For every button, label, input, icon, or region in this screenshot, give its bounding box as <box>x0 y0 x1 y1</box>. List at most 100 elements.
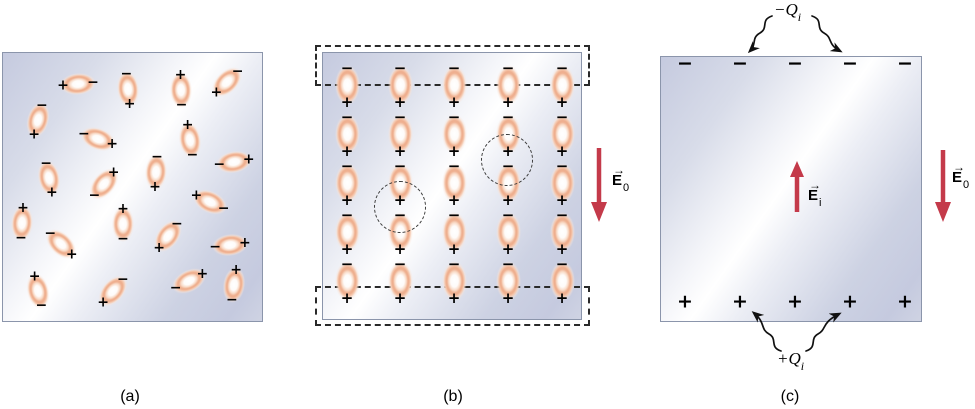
dipole-ellipse <box>441 65 467 105</box>
minus-charge-sign: − <box>78 125 90 142</box>
minus-charge-sign: − <box>393 59 407 77</box>
plus-charge-sign: + <box>340 191 354 209</box>
e0-subscript: 0 <box>963 179 970 191</box>
external-field-label-c: →E0 <box>952 160 970 191</box>
minus-charge-sign: − <box>231 63 244 80</box>
induced-negative-charge-sign: − <box>677 52 693 75</box>
dipole-ellipse <box>334 65 360 105</box>
plus-charge-sign: + <box>17 200 29 217</box>
minus-charge-sign: − <box>340 157 354 175</box>
molecular-dipole: −+ <box>334 206 360 257</box>
minus-charge-sign: − <box>15 229 27 246</box>
plus-charge-sign: + <box>447 93 461 111</box>
dipole-ellipse <box>495 261 521 301</box>
molecular-dipole: −+ <box>495 61 521 111</box>
dipole-ellipse <box>549 261 575 301</box>
minus-charge-sign: − <box>393 157 407 175</box>
plus-charge-sign: + <box>181 117 194 134</box>
vector-arrow-icon: → <box>953 160 965 174</box>
plus-charge-sign: + <box>28 268 41 285</box>
e0-symbol: E <box>952 169 963 186</box>
plus-charge-sign: + <box>501 93 515 111</box>
vector-arrow-icon: → <box>613 163 625 177</box>
external-field-label-b: →E0 <box>612 163 629 194</box>
plus-charge-sign: + <box>97 294 110 311</box>
dipole-ellipse <box>441 114 467 154</box>
induced-field-label: →Ei <box>808 178 822 209</box>
molecular-dipole: −+ <box>334 59 360 111</box>
plus-charge-sign: + <box>340 93 354 111</box>
molecular-dipole: −+ <box>441 157 467 208</box>
minus-charge-sign: − <box>340 108 354 126</box>
plus-charge-sign: + <box>196 266 209 283</box>
molecular-dipole: −+ <box>549 110 575 160</box>
plus-charge-sign: + <box>555 289 569 307</box>
molecular-dipole: −+ <box>441 61 467 111</box>
dipole-ellipse <box>334 261 360 301</box>
dipole-ellipse <box>549 114 575 154</box>
plus-charge-sign: + <box>65 246 78 263</box>
plus-charge-sign: + <box>45 184 58 201</box>
minus-charge-sign: − <box>40 155 52 172</box>
plus-charge-sign: + <box>230 262 242 279</box>
molecular-dipole: −+ <box>9 200 35 246</box>
squiggle-arrow-top-right <box>811 15 843 53</box>
plus-charge-sign: + <box>57 77 69 94</box>
plus-charge-sign: + <box>447 142 461 160</box>
molecular-dipole: −+ <box>549 61 575 110</box>
induced-negative-charge-label: −Qi <box>774 0 801 24</box>
minus-charge-sign: − <box>447 108 461 126</box>
plus-charge-sign: + <box>340 142 354 160</box>
induced-positive-charge-sign: + <box>787 290 803 313</box>
dipole-ellipse <box>334 163 360 203</box>
plus-charge-sign: + <box>447 289 461 307</box>
plus-charge-sign: + <box>153 240 166 257</box>
plus-charge-sign: + <box>117 201 129 217</box>
plus-charge-sign: + <box>28 126 40 143</box>
molecular-dipole: −+ <box>57 71 99 97</box>
molecular-dipole: −+ <box>143 149 169 195</box>
molecular-dipole: −+ <box>549 206 575 258</box>
molecular-dipole: −+ <box>169 67 193 113</box>
caption-b: (b) <box>443 388 463 405</box>
dipole-ellipse <box>549 65 575 105</box>
minus-charge-sign: − <box>36 97 48 114</box>
plus-charge-sign: + <box>107 164 120 181</box>
caption-c: (c) <box>780 388 800 405</box>
plus-charge-sign: + <box>555 142 569 160</box>
dipole-ellipse <box>495 65 521 105</box>
caption-a: (a) <box>120 388 140 405</box>
minus-charge-sign: − <box>340 206 354 224</box>
minus-charge-sign: − <box>501 108 515 126</box>
dipole-ellipse <box>441 163 467 203</box>
molecular-dipole: −+ <box>387 59 413 110</box>
plus-charge-sign: + <box>447 240 461 258</box>
dipole-ellipse <box>387 65 413 105</box>
e0-symbol: E <box>612 172 623 189</box>
ei-subscript: i <box>819 197 822 209</box>
e0-field-arrow-panel-c <box>935 150 951 222</box>
minus-charge-sign: − <box>169 279 182 296</box>
minus-charge-sign: − <box>217 200 230 217</box>
molecular-dipole: −+ <box>334 108 360 160</box>
plus-charge-sign: + <box>242 151 255 168</box>
plus-charge-sign: + <box>340 289 354 307</box>
minus-charge-sign: − <box>555 206 569 224</box>
molecular-dipole: −+ <box>441 108 467 160</box>
plus-charge-sign: + <box>174 67 187 84</box>
e0-field-arrow-panel-b <box>591 148 607 222</box>
minus-charge-sign: − <box>88 187 101 204</box>
minus-charge-sign: − <box>501 255 515 273</box>
plus-charge-sign: + <box>501 191 515 209</box>
dipole-ellipse <box>334 114 360 154</box>
plus-charge-sign: + <box>555 240 569 258</box>
minus-charge-sign: − <box>151 149 163 166</box>
minus-charge-sign: − <box>116 271 129 288</box>
minus-charge-sign: − <box>447 157 461 175</box>
minus-charge-sign: − <box>340 59 354 77</box>
squiggle-arrow-top-left <box>747 15 773 54</box>
dipole-ellipse <box>387 261 413 301</box>
minus-charge-sign: − <box>35 297 48 314</box>
plus-charge-sign: + <box>106 136 118 153</box>
